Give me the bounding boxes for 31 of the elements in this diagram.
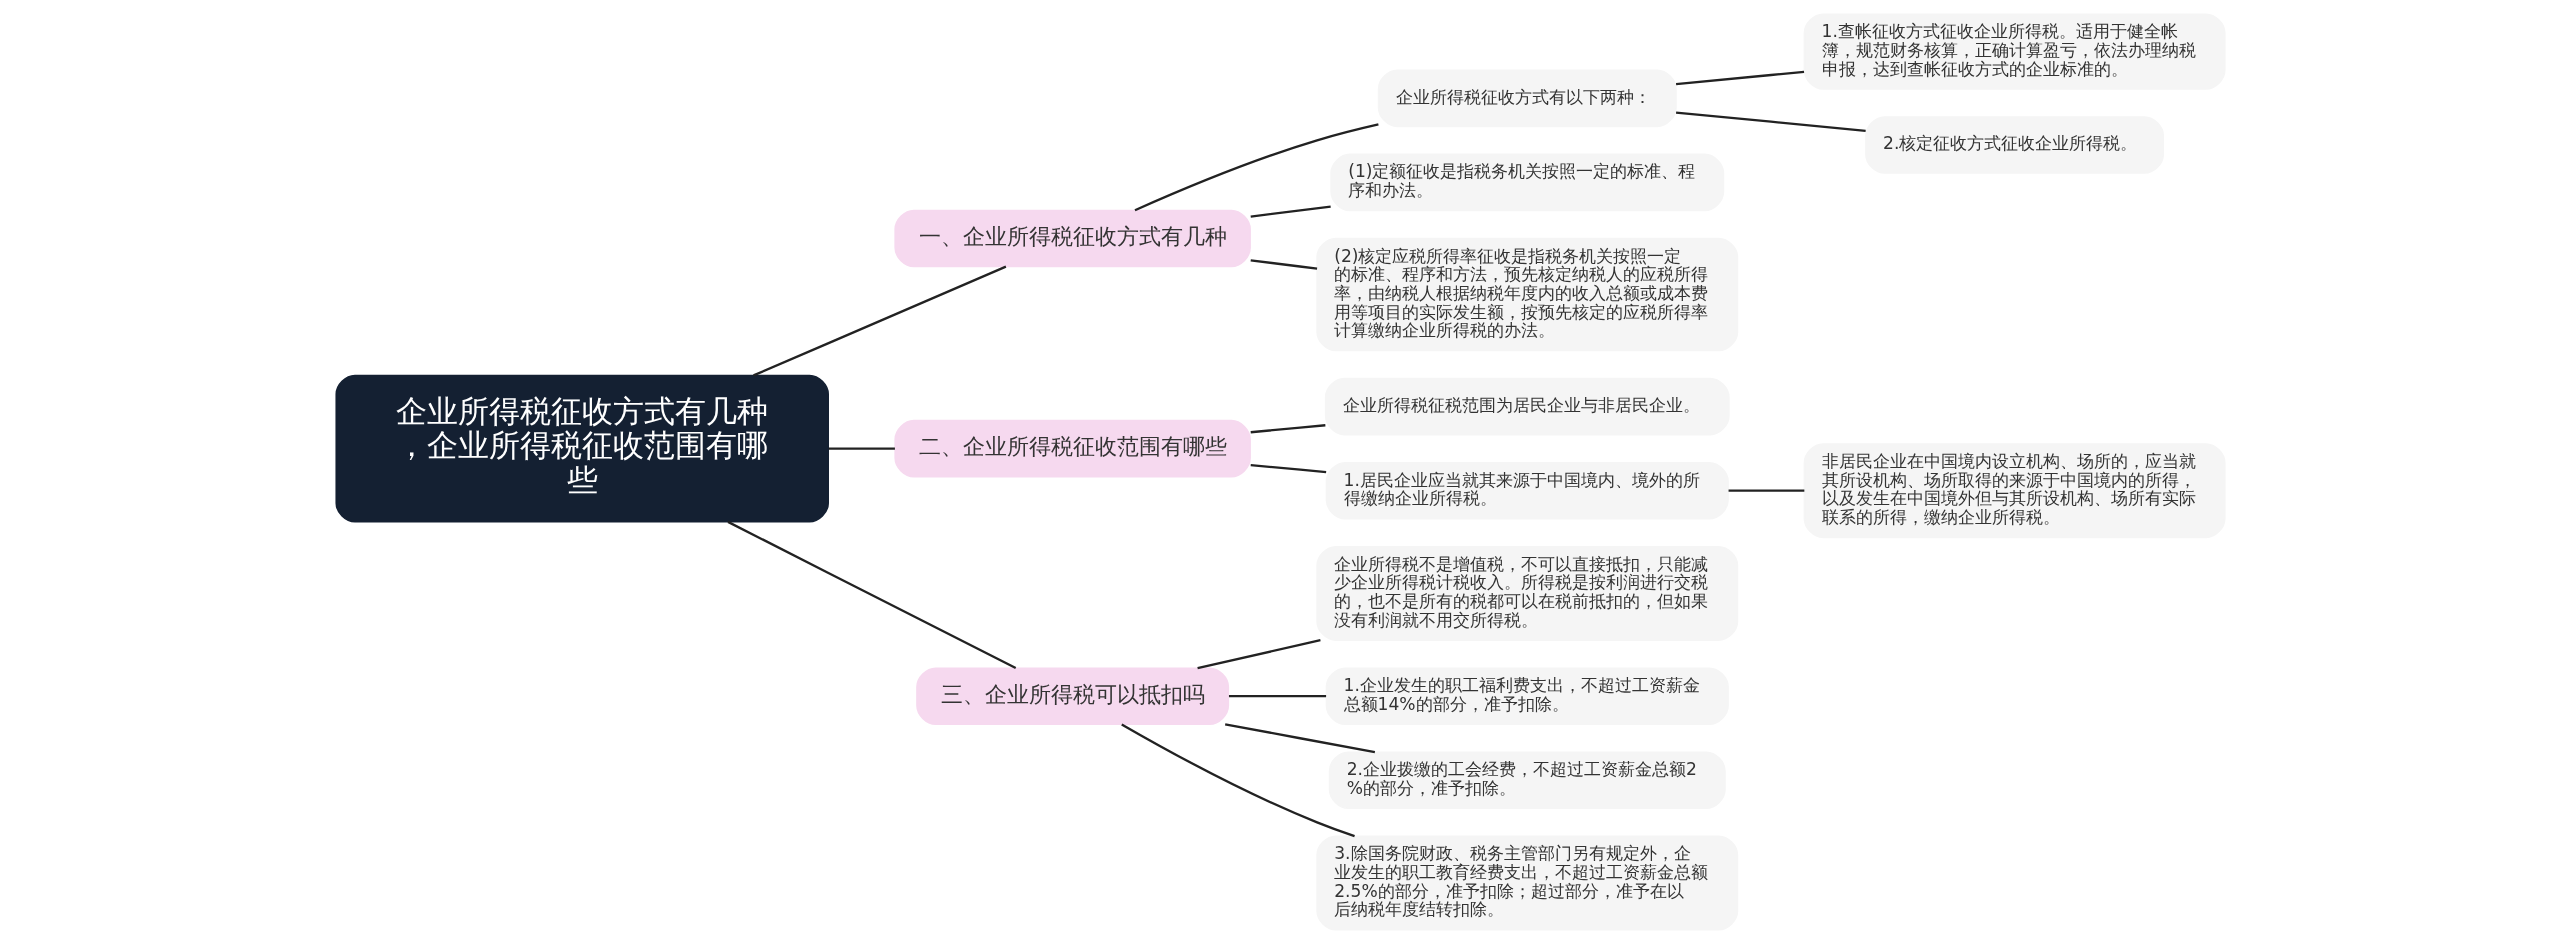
connector — [1250, 205, 1331, 218]
node-box: 企业所得税征收方式有几种，企业所得税征收范围有哪些 — [334, 374, 829, 523]
connector — [1250, 259, 1317, 270]
connector — [1250, 463, 1326, 474]
node-box: 企业所得税不是增值税，不可以直接抵扣，只能减少企业所得税计税收入。所得税是按利润进行交税的，也不是所有的税都可以在税前抵扣的，但如果没有利润就不用交所得税。 — [1315, 545, 1738, 641]
connector — [1250, 424, 1325, 434]
connector — [1728, 489, 1804, 492]
node-box: (2)核定应税所得率征收是指税务机关按照一定的标准、程序和方法，预先核定纳税人的应税所得率，由纳税人根据纳税年度内的收入总额或成本费用等项目的实际发生额，按预先核定的应税所得率计算缴纳企业所得税的办法。 — [1315, 237, 1738, 352]
node-box: 2.企业拨缴的工会经费，不超过工资薪金总额2%的部分，准予扣除。 — [1328, 751, 1726, 810]
connector — [1675, 111, 1866, 132]
connector — [1228, 695, 1326, 698]
connector — [752, 265, 1006, 377]
connector — [1224, 723, 1375, 754]
node-box: 企业所得税征税范围为居民企业与非居民企业。 — [1324, 377, 1730, 436]
node-box: 2.核定征收方式征收企业所得税。 — [1864, 116, 2164, 174]
connector — [1120, 723, 1355, 838]
node-box: 1.企业发生的职工福利费支出，不超过工资薪金总额14%的部分，准予扣除。 — [1325, 667, 1729, 725]
node-box: 1.查帐征收方式征收企业所得税。适用于健全帐簿，规范财务核算，正确计算盈亏，依法办理纳税申报，达到查帐征收方式的企业标准的。 — [1803, 13, 2226, 90]
connector — [1196, 639, 1321, 670]
connector — [1134, 123, 1379, 212]
node-box: 三、企业所得税可以抵扣吗 — [915, 667, 1229, 725]
node-box: 3.除国务院财政、税务主管部门另有规定外，企业发生的职工教育经费支出，不超过工资薪金总额2.5%的部分，准予扣除；超过部分，准予在以后纳税年度结转扣除。 — [1315, 835, 1738, 931]
connector — [828, 447, 895, 450]
node-box: 非居民企业在中国境内设立机构、场所的，应当就其所设机构、场所取得的来源于中国境内的所得，以及发生在中国境外但与其所设机构、场所有实际联系的所得，缴纳企业所得税。 — [1803, 443, 2226, 539]
node-box: 1.居民企业应当就其来源于中国境内、境外的所得缴纳企业所得税。 — [1325, 461, 1729, 520]
node-box: 二、企业所得税征收范围有哪些 — [893, 419, 1251, 478]
node-box: 企业所得税征收方式有以下两种： — [1377, 69, 1677, 128]
connector — [1675, 70, 1804, 86]
connector — [726, 520, 1016, 670]
node-box: (1)定额征收是指税务机关按照一定的标准、程序和办法。 — [1329, 153, 1724, 212]
node-box: 一、企业所得税征收方式有几种 — [893, 209, 1251, 268]
